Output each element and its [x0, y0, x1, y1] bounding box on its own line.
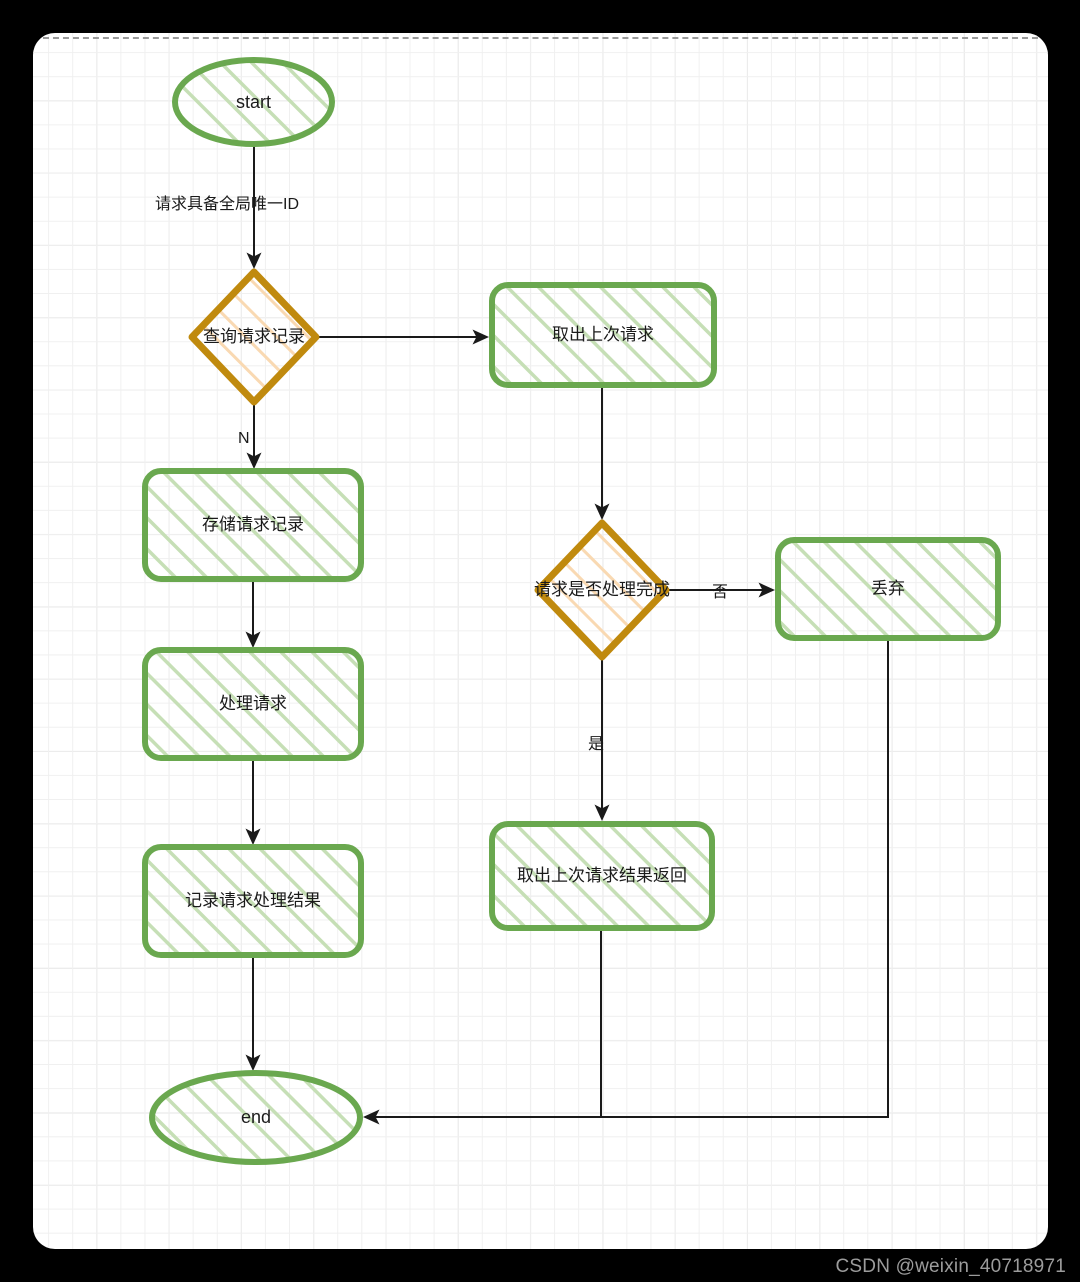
canvas-top-dashed-border	[33, 37, 1048, 39]
edge-discard-to-end	[363, 640, 889, 1125]
node-query-outline[interactable]	[188, 268, 320, 406]
node-done-fill	[538, 523, 666, 657]
node-end-fill	[152, 1073, 360, 1162]
node-end-outline[interactable]	[149, 1070, 363, 1165]
node-returnres-outline[interactable]	[489, 821, 715, 931]
node-record-fill	[145, 847, 361, 955]
node-fetch-outline[interactable]	[489, 282, 717, 388]
node-returnres-fill	[492, 824, 712, 928]
node-record-outline[interactable]	[142, 844, 364, 958]
node-store-outline[interactable]	[142, 468, 364, 582]
node-process-outline[interactable]	[142, 647, 364, 761]
node-start-outline[interactable]	[172, 57, 335, 147]
node-process-fill	[145, 650, 361, 758]
watermark-text: CSDN @weixin_40718971	[835, 1256, 1066, 1277]
node-discard-outline[interactable]	[775, 537, 1001, 641]
node-query-fill	[192, 272, 316, 402]
node-start-fill	[175, 60, 332, 144]
node-done-outline[interactable]	[534, 519, 670, 661]
node-fetch-fill	[492, 285, 714, 385]
node-store-fill	[145, 471, 361, 579]
node-discard-fill	[778, 540, 998, 638]
